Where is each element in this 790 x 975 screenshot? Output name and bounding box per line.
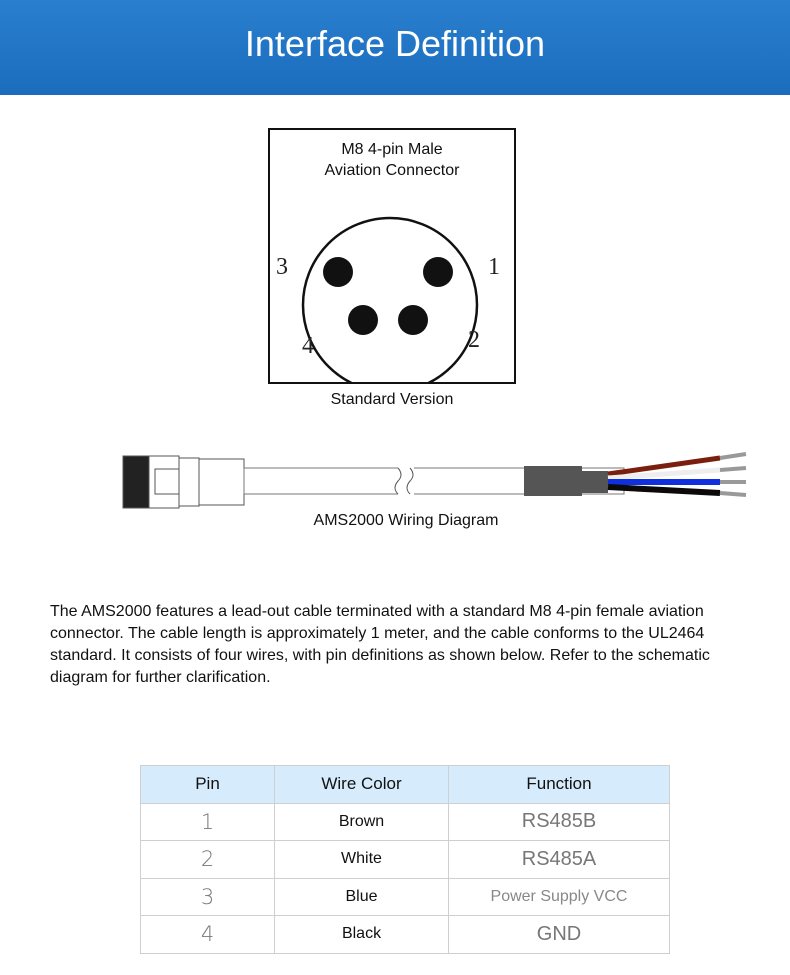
cell-wire-color: Brown bbox=[274, 802, 449, 841]
cell-pin: 2 bbox=[140, 840, 275, 879]
wiring-caption: AMS2000 Wiring Diagram bbox=[313, 512, 499, 529]
connector-title-line1: M8 4-pin Male bbox=[341, 141, 443, 158]
pin-label-4: 4 bbox=[302, 333, 314, 359]
pin-3-contact bbox=[323, 257, 353, 287]
header-wire-color: Wire Color bbox=[274, 765, 449, 804]
pin-label-3: 3 bbox=[276, 254, 288, 280]
connector-caption: Standard Version bbox=[330, 391, 454, 408]
table-header-row: Pin Wire Color Function bbox=[140, 765, 670, 804]
pin-4-contact bbox=[348, 305, 378, 335]
cable-plug bbox=[122, 455, 245, 509]
connector-title-line2: Aviation Connector bbox=[324, 162, 460, 179]
connector-title: M8 4-pin Male Aviation Connector bbox=[268, 139, 516, 181]
page-header: Interface Definition bbox=[0, 0, 790, 95]
cell-function: Power Supply VCC bbox=[448, 877, 670, 916]
cell-wire-color: Black bbox=[274, 915, 449, 954]
wire-leads bbox=[607, 452, 747, 497]
pin-label-1: 1 bbox=[488, 254, 500, 280]
cell-function: GND bbox=[448, 915, 670, 954]
page-title: Interface Definition bbox=[244, 22, 546, 64]
cable-jacket bbox=[243, 460, 625, 500]
connector-face-diagram bbox=[301, 216, 479, 384]
header-pin: Pin bbox=[140, 765, 275, 804]
wiring-diagram bbox=[122, 452, 747, 509]
connector-outline bbox=[301, 216, 479, 384]
pin-2-contact bbox=[398, 305, 428, 335]
cell-function: RS485A bbox=[448, 840, 670, 879]
cell-pin: 1 bbox=[140, 802, 275, 841]
description-paragraph: The AMS2000 features a lead-out cable te… bbox=[50, 603, 710, 686]
pin-label-2: 2 bbox=[468, 327, 480, 353]
cell-function: RS485B bbox=[448, 802, 670, 841]
cell-pin: 3 bbox=[140, 877, 275, 916]
cell-pin: 4 bbox=[140, 915, 275, 954]
connector-diagram-frame bbox=[268, 128, 516, 384]
cell-wire-color: Blue bbox=[274, 877, 449, 916]
header-function: Function bbox=[448, 765, 670, 804]
cell-wire-color: White bbox=[274, 840, 449, 879]
pin-1-contact bbox=[423, 257, 453, 287]
